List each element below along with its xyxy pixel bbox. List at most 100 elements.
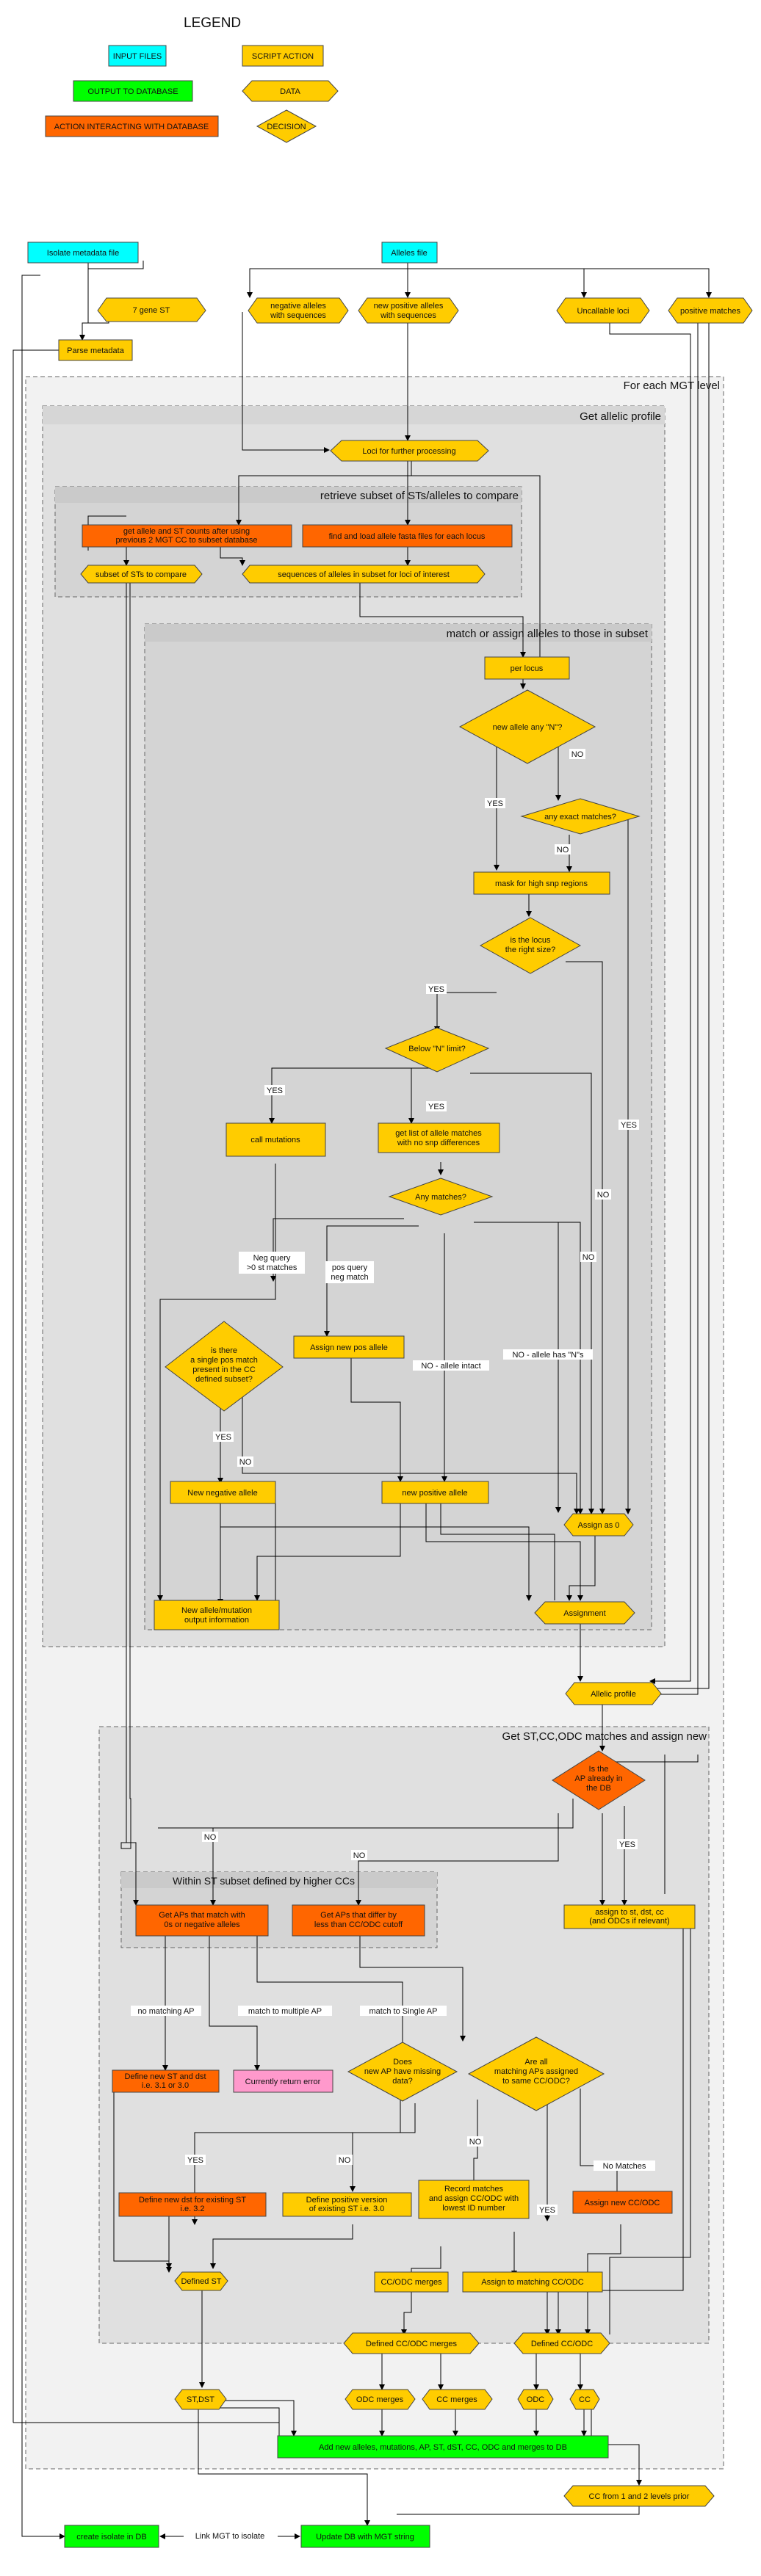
update-db-mgt-label: Update DB with MGT string <box>316 2533 414 2541</box>
negative-alleles-node <box>248 297 349 324</box>
cc-label: CC <box>579 2395 591 2404</box>
panel-retrieve-subset-title: retrieve subset of STs/alleles to compar… <box>320 490 519 502</box>
ap-in-db-node <box>552 1750 646 1810</box>
legend-script-action-label: SCRIPT ACTION <box>252 52 314 61</box>
currently-error-label: Currently return error <box>245 2078 321 2086</box>
legend-input-files-label: INPUT FILES <box>113 52 162 61</box>
mask-high-snp-node <box>473 871 610 895</box>
assign-new-pos-node <box>293 1335 405 1359</box>
new-positive-alleles-node <box>358 297 459 324</box>
cc-merges-label: CC merges <box>436 2395 477 2404</box>
isolate-metadata-node <box>27 242 139 264</box>
cc-from-levels-label: CC from 1 and 2 levels prior <box>589 2492 690 2501</box>
any-matches-label: Any matches? <box>415 1193 466 1202</box>
parse-metadata-node <box>58 339 133 361</box>
call-mutations-label: call mutations <box>250 1136 300 1144</box>
defined-cc-odc-node <box>513 2332 610 2354</box>
update-db-mgt-node <box>300 2525 430 2548</box>
edge-label-yes: YES <box>487 799 503 808</box>
cc-odc-merges-node <box>374 2271 449 2293</box>
get-aps-differ-node <box>292 1904 425 1937</box>
all-matching-same-cc-node <box>467 2036 605 2111</box>
panels: For each MGT level Get allelic profile r… <box>25 376 724 2470</box>
odc-merges-label: ODC merges <box>356 2395 404 2404</box>
define-new-st-dst-node <box>112 2069 220 2093</box>
below-n-limit-label: Below "N" limit? <box>408 1045 466 1053</box>
edge-label-yes: YES <box>619 1840 635 1849</box>
positive-matches-node <box>668 297 753 324</box>
seven-gene-st-node <box>97 297 206 322</box>
assign-st-dst-cc-node <box>563 1904 696 1929</box>
edge-label-neg-query: Neg query>0 st matches <box>247 1254 297 1272</box>
odc-node <box>517 2389 554 2410</box>
legend-db-action-label: ACTION INTERACTING WITH DATABASE <box>54 123 209 131</box>
any-exact-matches-node <box>520 798 641 835</box>
panel-get-st-cc-odc <box>98 1726 710 2344</box>
edge-labels: NO YES NO YES YES YES YES NO NO Neg quer… <box>131 749 655 2541</box>
add-new-alleles-node <box>277 2435 609 2459</box>
odc-merges-node <box>345 2389 416 2410</box>
defined-cc-odc-merges-label: Defined CC/ODC merges <box>366 2340 458 2348</box>
assignment-node <box>534 1601 635 1625</box>
edge-label-no-matching-ap: no matching AP <box>137 2007 194 2016</box>
assign-matching-cc-odc-node <box>462 2271 603 2293</box>
legend-input-files <box>108 45 167 67</box>
new-positive-allele-label: new positive allele <box>402 1489 467 1498</box>
single-pos-match-node <box>165 1321 284 1412</box>
edge-label-yes: YES <box>267 1086 283 1095</box>
locus-right-size-node <box>479 917 582 974</box>
st-dst-node <box>174 2389 227 2410</box>
odc-label: ODC <box>527 2395 545 2404</box>
edge-label-match-single-ap: match to Single AP <box>369 2007 438 2016</box>
find-load-fasta-label: find and load allele fasta files for eac… <box>329 532 486 541</box>
defined-cc-odc-label: Defined CC/ODC <box>531 2340 593 2348</box>
edge-label-match-multiple-ap: match to multiple AP <box>248 2007 322 2016</box>
edge-label-no: NO <box>339 2156 351 2165</box>
panel-match-assign-title: match or assign alleles to those in subs… <box>447 628 649 640</box>
legend-db-action <box>45 115 219 137</box>
legend-data <box>242 80 339 102</box>
isolate-metadata-label: Isolate metadata file <box>47 249 119 258</box>
new-allele-any-n-node <box>458 689 596 764</box>
sequences-subset-node <box>242 565 486 584</box>
cc-from-levels-node <box>563 2485 715 2507</box>
edge-label-no: NO <box>469 2138 482 2147</box>
legend-decision-label: DECISION <box>267 123 306 131</box>
any-matches-node <box>388 1178 494 1216</box>
uncallable-loci-label: Uncallable loci <box>577 307 630 316</box>
subset-sts-node <box>80 565 203 584</box>
edge-label-yes: YES <box>539 2206 555 2215</box>
new-allele-mutation-output-node <box>154 1600 280 1630</box>
edge-label-no: NO <box>239 1458 252 1467</box>
nodes: Isolate metadata file Alleles file 7 gen… <box>27 242 753 2548</box>
uncallable-loci-node <box>556 297 650 324</box>
mask-high-snp-label: mask for high snp regions <box>495 879 588 888</box>
define-new-dst-node <box>118 2192 267 2217</box>
legend-output-label: OUTPUT TO DATABASE <box>87 87 178 96</box>
create-isolate-label: create isolate in DB <box>76 2533 146 2541</box>
edge-label-no: NO <box>571 750 584 759</box>
edge-label-yes: YES <box>187 2156 203 2165</box>
positive-matches-label: positive matches <box>680 307 740 316</box>
alleles-file-node <box>381 242 438 264</box>
assign-as-0-node <box>563 1513 634 1536</box>
legend-output <box>73 80 193 102</box>
record-matches-node <box>418 2180 530 2219</box>
assign-st-dst-cc-label: assign to st, dst, cc(and ODCs if releva… <box>589 1908 669 1926</box>
defined-st-node <box>174 2271 228 2291</box>
panel-within-st-subset-title: Within ST subset defined by higher CCs <box>173 1875 355 1887</box>
cc-odc-merges-label: CC/ODC merges <box>380 2278 442 2287</box>
edge-label-no: NO <box>204 1833 217 1842</box>
per-locus-node <box>484 656 570 680</box>
edge-label-link-mgt: Link MGT to isolate <box>195 2532 265 2541</box>
